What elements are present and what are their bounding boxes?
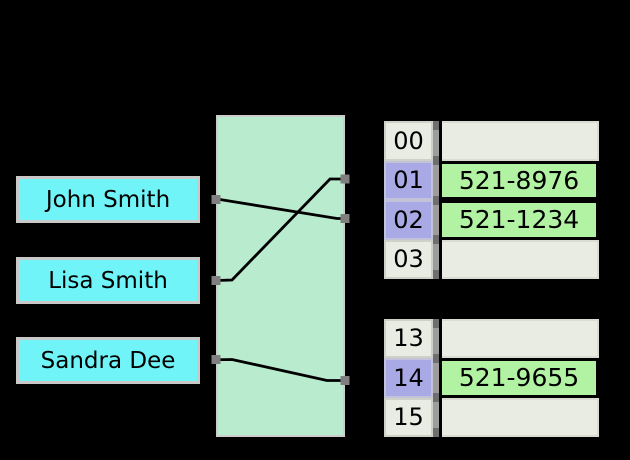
bucket-index-text: 00 (393, 126, 424, 155)
bucket-index-02: 02 (384, 200, 433, 240)
bucket-index-03: 03 (384, 239, 433, 279)
bucket-index-text: 15 (393, 403, 424, 432)
bucket-value-01: 521-8976 (442, 160, 599, 200)
bucket-value-column-top: 521-8976 521-1234 (439, 121, 599, 279)
bucket-value-column-bottom: 521-9655 (439, 318, 599, 437)
bucket-index-text: 02 (393, 205, 424, 234)
bucket-value-00 (442, 121, 599, 161)
bucket-index-column-top: 00 01 02 03 (384, 121, 433, 279)
bucket-value-15 (442, 397, 599, 437)
bucket-index-13: 13 (384, 318, 433, 358)
bucket-index-column-bottom: 13 14 15 (384, 318, 433, 437)
bucket-divider-bottom (432, 318, 440, 437)
divider-notch (432, 270, 440, 279)
key-box-john-smith: John Smith (16, 176, 200, 223)
divider-notch (432, 156, 440, 165)
hash-function-box (216, 115, 345, 437)
divider-notch (432, 393, 440, 402)
key-label: John Smith (45, 186, 171, 213)
bucket-value-02: 521-1234 (442, 200, 599, 240)
bucket-value-03 (442, 239, 599, 279)
bucket-index-text: 01 (393, 166, 424, 195)
bucket-index-text: 03 (393, 245, 424, 274)
key-label: Sandra Dee (40, 347, 176, 374)
bucket-value-text: 521-9655 (458, 363, 580, 393)
key-box-sandra-dee: Sandra Dee (16, 337, 200, 384)
bucket-index-text: 13 (393, 324, 424, 353)
bucket-value-14: 521-9655 (442, 358, 599, 398)
divider-notch (432, 353, 440, 363)
bucket-value-text: 521-8976 (458, 165, 580, 195)
bucket-index-14: 14 (384, 358, 433, 398)
bucket-value-13 (442, 318, 599, 358)
bucket-divider-top (432, 121, 440, 279)
key-box-lisa-smith: Lisa Smith (16, 257, 200, 304)
divider-notch (432, 121, 440, 130)
bucket-value-text: 521-1234 (458, 205, 580, 235)
bucket-index-text: 14 (393, 363, 424, 392)
bucket-index-01: 01 (384, 160, 433, 200)
divider-notch (432, 195, 440, 205)
bucket-index-00: 00 (384, 121, 433, 161)
bucket-index-15: 15 (384, 397, 433, 437)
key-label: Lisa Smith (48, 267, 168, 294)
divider-notch (432, 235, 440, 244)
divider-notch (432, 428, 440, 437)
divider-notch (432, 318, 440, 328)
